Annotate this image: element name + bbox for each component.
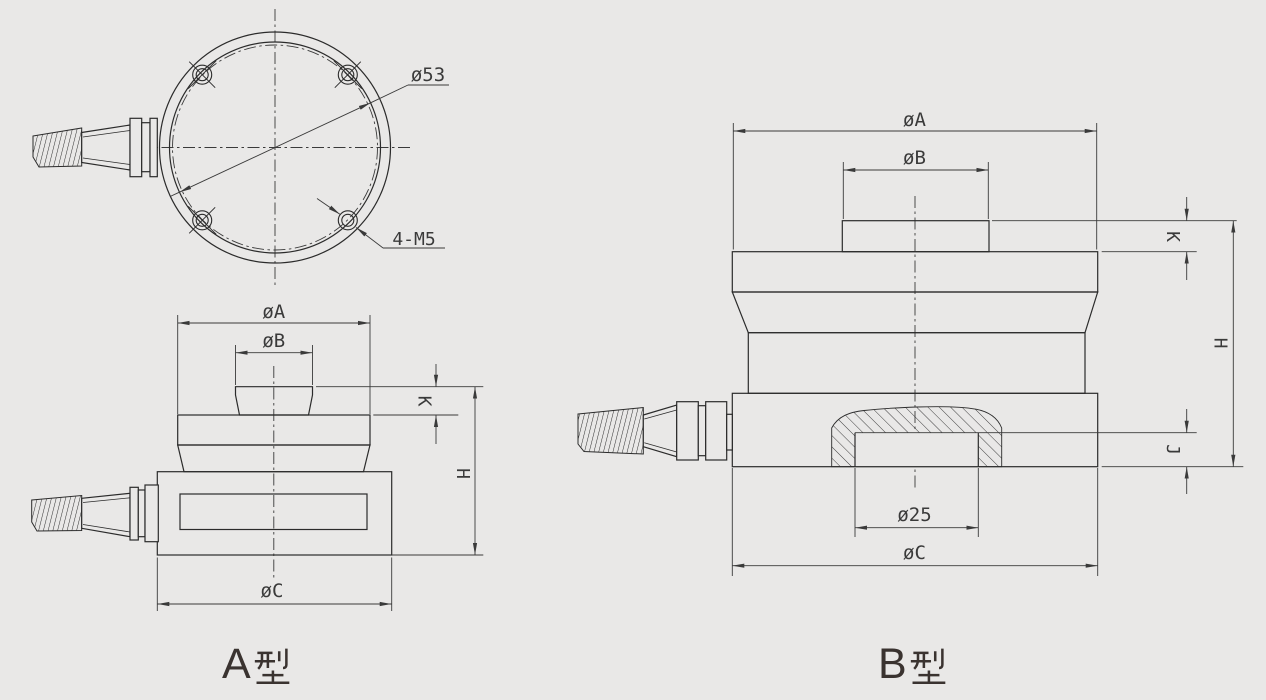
bolt-hole-bottom-left <box>187 205 217 235</box>
dim-label-h: H <box>452 468 473 479</box>
dim-label-k: K <box>1162 231 1183 242</box>
cable-gland-top-view <box>32 117 158 178</box>
dim-label-25: ø25 <box>897 504 931 526</box>
gland-nut <box>676 401 699 461</box>
gland-cone <box>642 404 678 458</box>
gland-washer <box>141 122 151 173</box>
bolt-hole-top-left <box>187 60 217 90</box>
dim-label-b: øB <box>903 147 926 169</box>
dim-label-d53: ø53 <box>411 64 445 86</box>
dim-label-b: øB <box>262 330 285 352</box>
dim-label-h: H <box>1210 338 1231 349</box>
dim-label-c: øC <box>261 580 284 602</box>
outer-circle <box>158 31 392 264</box>
title-type-a-letter: A <box>222 640 252 688</box>
base-window <box>179 493 368 531</box>
dim-label-a: øA <box>262 301 285 323</box>
top-view-centerlines <box>140 9 411 288</box>
bolt-holes <box>187 60 363 235</box>
top-face-circle <box>168 41 382 254</box>
gland-nut <box>129 486 139 541</box>
cable <box>577 406 644 455</box>
title-type-a: A <box>222 643 291 686</box>
load-boss <box>841 220 990 253</box>
dim-label-j: J <box>1162 444 1183 455</box>
title-type-b-letter: B <box>878 640 908 688</box>
title-type-b: B <box>878 643 947 686</box>
gland-nut <box>149 117 158 178</box>
kanji-xing-glyph <box>254 648 290 684</box>
gland-nut <box>129 117 143 178</box>
gland-washer <box>697 405 707 457</box>
dim-label-k: K <box>414 396 435 407</box>
cable <box>31 494 83 532</box>
dim-label-a: øA <box>903 109 926 131</box>
gland-collar <box>726 413 733 451</box>
dim-label-c: øC <box>903 542 926 564</box>
mid-cylinder <box>747 332 1086 394</box>
pocket-cavity <box>855 432 979 467</box>
cable-gland-a <box>31 484 159 543</box>
base <box>156 471 393 556</box>
top-view: ø53 4-M5 <box>32 9 449 288</box>
gland-washer <box>137 489 146 538</box>
cable-gland-b <box>577 401 733 461</box>
type-a-dimensions: øA øB øC K H <box>156 301 484 611</box>
type-b-dimensions: øA øB ø25 øC K J <box>731 109 1244 576</box>
bolt-hole-bottom-right <box>337 210 358 231</box>
dim-label-4m5: 4-M5 <box>392 229 435 250</box>
kanji-xing-glyph <box>910 648 946 684</box>
bolt-circle <box>172 44 378 251</box>
type-b-side-view: øA øB ø25 øC K J <box>577 109 1244 576</box>
type-a-side-view: øA øB øC K H <box>31 301 484 611</box>
gland-nut <box>144 484 159 543</box>
bolt-hole-top-right <box>333 60 363 90</box>
gland-nut <box>705 401 728 461</box>
gland-cone <box>81 492 131 538</box>
dim-bolt-holes: 4-M5 <box>316 198 445 250</box>
dim-bolt-circle: ø53 <box>170 64 449 197</box>
cable <box>32 127 83 168</box>
